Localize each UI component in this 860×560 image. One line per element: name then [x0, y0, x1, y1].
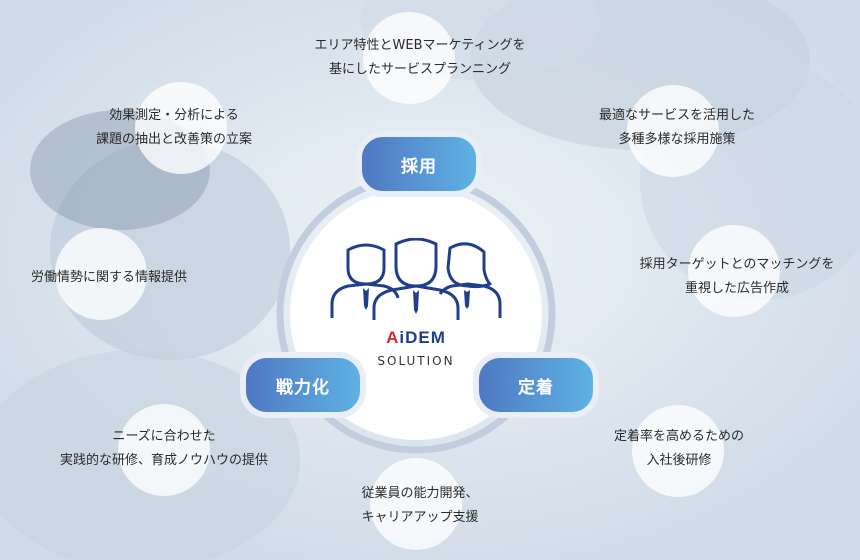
bubble-1	[627, 85, 719, 177]
item-label-3: 定着率を高めるための入社後研修	[613, 429, 745, 468]
item-label-5: ニーズに合わせた実践的な研修、育成ノウハウの提供	[59, 429, 269, 468]
item-label-1: 最適なサービスを活用した多種多様な採用施策	[598, 108, 756, 147]
bubble-3	[632, 405, 724, 497]
bubble-6	[55, 228, 147, 320]
item-label-7: 効果測定・分析による課題の抽出と改善策の立案	[95, 108, 253, 147]
pill-empowerment: 戦力化	[240, 352, 366, 418]
logo-rest: iDEM	[399, 328, 446, 347]
item-label-2: 採用ターゲットとのマッチングを重視した広告作成	[639, 257, 835, 296]
bubble-7	[135, 82, 227, 174]
bubble-0	[363, 12, 455, 104]
item-label-0: エリア特性とWEBマーケティングを基にしたサービスプランニング	[314, 38, 526, 77]
bubble-2	[688, 225, 780, 317]
bubble-4	[370, 458, 462, 550]
aidem-logo: AiDEM	[290, 328, 542, 348]
team-icon	[330, 238, 502, 320]
logo-accent: A	[386, 328, 400, 347]
item-label-6: 労働情勢に関する情報提供	[30, 270, 188, 285]
pill-recruitment: 採用	[356, 131, 482, 197]
bubble-5	[118, 404, 210, 496]
pill-retention: 定着	[473, 352, 599, 418]
solution-subtitle: SOLUTION	[377, 354, 455, 368]
item-label-4: 従業員の能力開発、キャリアアップ支援	[361, 486, 479, 525]
